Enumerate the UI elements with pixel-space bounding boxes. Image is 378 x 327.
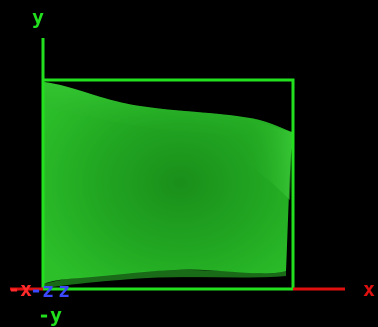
- cloth-top-sheen: [44, 82, 292, 150]
- cloth-bottom-edge: [44, 270, 286, 288]
- cloth-right-fold: [240, 118, 292, 200]
- neg-y-axis-label: -y: [38, 303, 62, 327]
- y-axis-label: y: [32, 5, 44, 29]
- neg-x-axis-label: -x: [8, 277, 32, 301]
- x-axis-label: x: [363, 277, 375, 301]
- neg-z-axis-label: -z: [30, 278, 54, 302]
- z-axis-label: z: [58, 278, 70, 302]
